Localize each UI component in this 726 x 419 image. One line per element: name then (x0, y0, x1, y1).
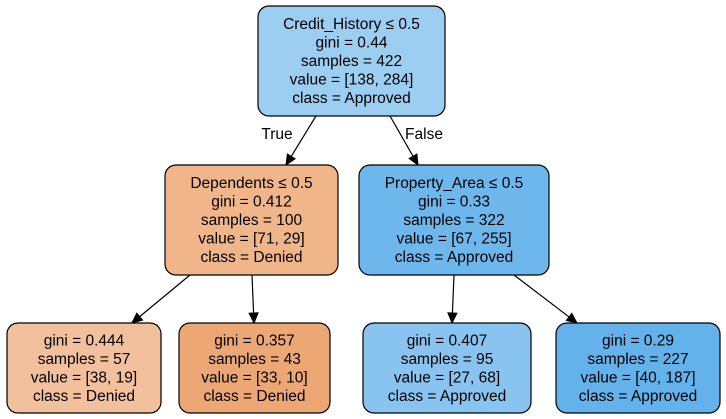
node-line: samples = 43 (208, 351, 301, 368)
edge-line (139, 274, 191, 318)
node-line: value = [71, 29] (198, 231, 304, 248)
node-line: samples = 95 (401, 351, 494, 368)
node-line: gini = 0.44 (316, 35, 388, 52)
edge-label-true: True (261, 126, 292, 143)
node-line: gini = 0.357 (214, 332, 295, 349)
edges-layer: True False (131, 115, 578, 325)
edge-line (513, 274, 570, 318)
node-box (257, 5, 446, 117)
edge-root-left: True (261, 115, 317, 167)
node-line: class = Approved (395, 249, 513, 266)
node-line: samples = 57 (38, 351, 131, 368)
node-line: samples = 422 (301, 53, 402, 70)
node-box (555, 322, 721, 414)
node-line: gini = 0.29 (602, 332, 674, 349)
arrowhead (447, 312, 458, 325)
edge-root-right: False (389, 115, 443, 167)
edge-line (251, 274, 255, 314)
node-line: value = [38, 19] (31, 369, 137, 386)
node-line: Credit_History ≤ 0.5 (283, 16, 420, 33)
edge-line (451, 274, 455, 314)
node-line: value = [33, 10] (201, 369, 307, 386)
arrowhead (248, 312, 259, 325)
edge-line (290, 115, 317, 157)
node-line: samples = 322 (403, 212, 504, 229)
node-line: class = Denied (33, 388, 135, 405)
node-box (164, 164, 339, 276)
node-box (362, 322, 532, 414)
edge-right-rl (447, 274, 458, 325)
node-line: samples = 100 (201, 212, 303, 229)
node-line: gini = 0.33 (418, 194, 490, 211)
arrowhead (565, 312, 578, 324)
node-line: gini = 0.444 (44, 332, 125, 349)
node-line: value = [40, 187] (580, 369, 695, 386)
arrowhead (131, 312, 144, 324)
edge-left-ll (131, 274, 191, 324)
edge-left-lr (248, 274, 259, 325)
node-line: class = Approved (292, 90, 410, 107)
node-box (358, 164, 550, 276)
node-line: class = Denied (200, 249, 302, 266)
node-line: class = Approved (388, 388, 506, 405)
node-line: class = Denied (203, 388, 305, 405)
node-line: gini = 0.412 (211, 194, 292, 211)
node-line: samples = 227 (587, 351, 688, 368)
arrowhead (285, 153, 297, 167)
node-line: value = [138, 284] (290, 72, 414, 89)
node-line: Property_Area ≤ 0.5 (385, 175, 524, 192)
edge-line (389, 115, 414, 157)
edge-right-rr (513, 274, 578, 324)
node-box (6, 322, 162, 414)
arrowhead (408, 153, 419, 167)
node-box (178, 322, 331, 414)
node-line: value = [67, 255] (396, 231, 511, 248)
node-line: Dependents ≤ 0.5 (190, 175, 312, 192)
node-line: value = [27, 68] (394, 369, 500, 386)
edge-label-false: False (405, 126, 443, 143)
node-line: gini = 0.407 (407, 332, 488, 349)
node-line: class = Approved (579, 388, 697, 405)
